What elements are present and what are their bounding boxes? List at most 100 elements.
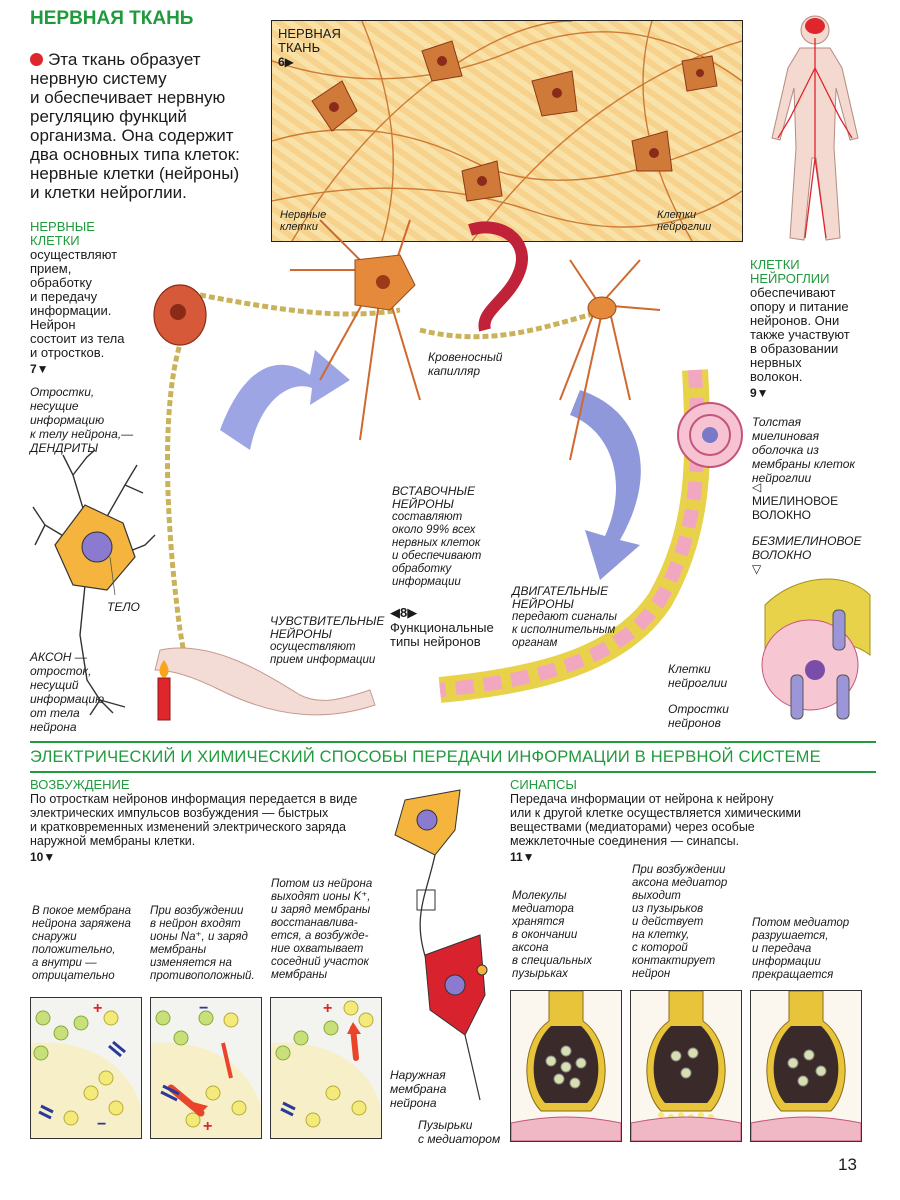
- nerve-cells-heading: КЛЕТКИ: [30, 233, 80, 248]
- tissue-box-title: НЕРВНАЯ ТКАНЬ 6▶: [278, 26, 341, 70]
- label-line: ДЕНДРИТЫ: [30, 441, 99, 455]
- axon-label: АКСОН — отросток, несущий информацию от …: [30, 650, 120, 734]
- bullet-dot-icon: [30, 53, 43, 66]
- inter-axon: [199, 292, 401, 317]
- neuron-types-diagram: [153, 219, 743, 721]
- caption-line: хранятся: [512, 916, 565, 928]
- glia-text: обеспечивают: [750, 285, 836, 300]
- label-line: ДВИГАТЕЛЬНЫЕ: [512, 584, 609, 598]
- caption-line: выходят ионы K⁺,: [271, 891, 371, 903]
- motor-neuron-body: [587, 296, 617, 320]
- caption-line: ионы Na⁺, и заряд: [150, 931, 248, 943]
- caption-line: противоположный.: [150, 970, 255, 982]
- unmyelin-fiber-label: БЕЗМИЕЛИНОВОЕ ВОЛОКНО ▽: [752, 534, 862, 576]
- thick-myelin-label: Толстая миелиновая оболочка из мембраны …: [752, 415, 882, 485]
- synapse-panel-destroyed: [750, 990, 862, 1142]
- glia-text: в образовании: [750, 341, 839, 356]
- label-line: Клетки: [657, 209, 697, 221]
- caption-line: с которой: [632, 942, 688, 954]
- label-line: БЕЗМИЕЛИНОВОЕ: [752, 534, 862, 548]
- label-line: нейроглии: [752, 471, 812, 485]
- label-line: отросток,: [30, 664, 92, 678]
- caption-line: нейрона заряжена: [32, 918, 131, 930]
- minus-sign: −: [97, 1116, 107, 1133]
- outer-membrane-label: Наружная мембрана нейрона: [390, 1068, 446, 1110]
- bottom-section-title: ЭЛЕКТРИЧЕСКИЙ И ХИМИЧЕСКИЙ СПОСОБЫ ПЕРЕД…: [30, 748, 821, 766]
- nerve-cells-text: прием,: [30, 261, 72, 276]
- figure-marker-9: 9▼: [750, 386, 769, 400]
- label-line: НЕЙРОНЫ: [512, 597, 574, 611]
- caption-destroyed: Потом медиатор разрушается, и передача и…: [752, 917, 867, 982]
- text-line: По отросткам нейронов информация передае…: [30, 792, 358, 806]
- label-line: Отростки,: [30, 385, 95, 399]
- nerve-cells-text: информации.: [30, 303, 112, 318]
- caption-line: и действует: [632, 916, 704, 928]
- human-body-figure: [771, 15, 859, 241]
- label-line: нейронов: [668, 716, 721, 730]
- label-line: нейроглии: [668, 676, 728, 690]
- caption-line: в окончании: [512, 929, 578, 941]
- glia-heading: КЛЕТКИ: [750, 257, 800, 272]
- intro-line: Эта ткань образует: [48, 50, 201, 69]
- label-line: нервных клеток: [392, 537, 481, 549]
- caption-line: нейрон: [632, 968, 671, 980]
- nerve-cells-text: обработку: [30, 275, 92, 290]
- caption-line: В покое мембрана: [32, 905, 132, 917]
- text-line: веществами (медиаторами) через особые: [510, 820, 755, 834]
- sensory-axon: [165, 329, 188, 661]
- caption-line: Потом из нейрона: [271, 878, 373, 890]
- figure-marker-8: ◀8▶: [390, 605, 418, 620]
- ion-panel-rest: + −: [30, 997, 142, 1139]
- label-line: нейроглии: [657, 221, 712, 233]
- label-line: Толстая: [752, 415, 802, 429]
- label-line: оболочка из: [752, 443, 819, 457]
- caption-line: снаружи: [32, 931, 77, 943]
- intro-line: и клетки нейроглии.: [30, 183, 187, 202]
- neuron-processes-label: Отростки нейронов: [668, 702, 729, 730]
- glia-text: нейронов. Они: [750, 313, 840, 328]
- text-line: наружной мембраны клетки.: [30, 834, 196, 848]
- caption-line: ние охватывает: [271, 943, 364, 955]
- nerve-cells-text: и передачу: [30, 289, 98, 304]
- synapse-block: СИНАПСЫ Передача информации от нейрона к…: [510, 777, 880, 864]
- label-line: к исполнительным: [512, 624, 616, 636]
- label-line: типы нейронов: [390, 634, 481, 649]
- label-line: около 99% всех: [392, 524, 476, 536]
- motor-axon: [419, 307, 611, 340]
- text-line: Передача информации от нейрона к нейрону: [510, 792, 774, 806]
- intro-line: нервную систему: [30, 69, 167, 88]
- label-line: прием информации: [270, 654, 376, 666]
- figure-marker-7: 7▼: [30, 362, 49, 376]
- label-line: ВОЛОКНО: [752, 548, 812, 562]
- text-line: межклеточные соединения — синапсы.: [510, 834, 740, 848]
- tissue-fibers: [272, 21, 742, 241]
- caption-line: прекращается: [752, 969, 834, 981]
- label-line: Клетки: [668, 662, 711, 676]
- caption-line: мембраны: [150, 944, 207, 956]
- label-line: МИЕЛИНОВОЕ: [752, 494, 839, 508]
- glia-heading: НЕЙРОГЛИИ: [750, 271, 830, 286]
- interneuron-dendrites: [290, 219, 421, 441]
- functional-types-label: ◀8▶ Функциональные типы нейронов: [390, 605, 500, 649]
- plus-sign: +: [203, 1118, 213, 1135]
- right-blue-arrow: [570, 390, 641, 580]
- figure-marker-6: 6▶: [278, 55, 294, 69]
- label-line: нейрона: [30, 720, 77, 734]
- nerve-cells-text: Нейрон: [30, 317, 76, 332]
- glia-text: волокон.: [750, 369, 803, 384]
- page-number: 13: [838, 1155, 857, 1174]
- ion-panel-excite: − +: [150, 997, 262, 1139]
- ion-panel-after: +: [270, 997, 382, 1139]
- excitation-block: ВОЗБУЖДЕНИЕ По отросткам нейронов информ…: [30, 777, 390, 864]
- label-line: Кровеносный: [428, 350, 503, 364]
- label-line: мембрана: [390, 1082, 447, 1096]
- label-line: осуществляют: [270, 641, 356, 653]
- caption-released: При возбуждении аксона медиатор выходит …: [632, 864, 742, 981]
- divider-top: [30, 741, 876, 743]
- unmyelin-marker: ▽: [752, 562, 762, 576]
- caption-line: аксона: [512, 942, 549, 954]
- caption-line: разрушается,: [752, 930, 829, 942]
- figure-marker-10: 10▼: [30, 850, 56, 864]
- myelin-marker: ◁: [752, 480, 762, 494]
- title-line: НЕРВНАЯ: [278, 26, 341, 41]
